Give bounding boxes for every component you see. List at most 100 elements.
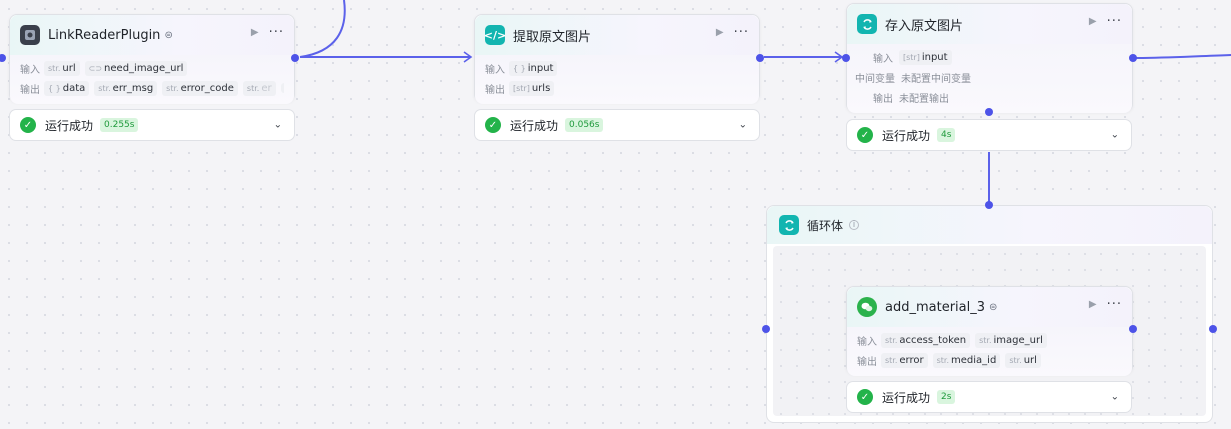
output-value: 未配置输出 xyxy=(899,93,949,105)
node-header: LinkReaderPlugin ⊜ ▶ ··· xyxy=(10,15,294,55)
wechat-icon xyxy=(857,297,877,317)
port-material-out[interactable] xyxy=(1129,325,1137,333)
more-params-tag[interactable]: ··· xyxy=(280,83,284,93)
more-options-icon[interactable]: ··· xyxy=(733,24,749,40)
output-row: 输出 未配置输出 xyxy=(847,87,1122,107)
success-check-icon: ✓ xyxy=(20,117,36,133)
port-loop-top[interactable] xyxy=(985,201,993,209)
param-tag: [str]urls xyxy=(509,80,555,96)
output-label: 输出 xyxy=(20,84,40,96)
output-row: 输出 str.error str.media_id str.url xyxy=(857,350,1122,370)
status-label: 运行成功 xyxy=(45,118,94,133)
node-title: add_material_3 xyxy=(885,299,986,315)
status-label: 运行成功 xyxy=(882,128,931,143)
param-tag: str.err_msg xyxy=(94,80,158,96)
loop-body-header: 循环体 i xyxy=(767,206,1212,244)
node-title: 提取原文图片 xyxy=(513,29,592,45)
param-tag: str.url xyxy=(1005,352,1041,368)
param-tag: str.media_id xyxy=(932,352,1001,368)
success-check-icon: ✓ xyxy=(857,389,873,405)
edge-incoming-top xyxy=(299,0,346,58)
output-row: 输出 [str]urls xyxy=(485,78,749,98)
code-icon: </> xyxy=(484,25,506,45)
run-status-extract[interactable]: ✓ 运行成功 0.056s ⌄ xyxy=(474,109,760,141)
param-tag: { }data xyxy=(44,80,90,96)
duration-badge: 4s xyxy=(937,128,956,142)
output-label: 输出 xyxy=(857,356,877,368)
plugin-icon xyxy=(20,25,40,45)
run-icon[interactable]: ▶ xyxy=(250,27,259,38)
node-add-material[interactable]: add_material_3 ⊜ ▶ ··· 输入 str.access_tok… xyxy=(846,286,1133,376)
node-extract-images[interactable]: </> 提取原文图片 ▶ ··· 输入 { }input 输出 [str]url… xyxy=(474,14,760,104)
plugin-badge-icon: ⊜ xyxy=(164,29,173,41)
node-title: LinkReaderPlugin xyxy=(48,27,161,43)
node-header: </> 提取原文图片 ▶ ··· xyxy=(475,15,759,55)
output-label: 输出 xyxy=(485,84,505,96)
success-check-icon: ✓ xyxy=(857,127,873,143)
success-check-icon: ✓ xyxy=(485,117,501,133)
arrow-extract xyxy=(463,51,473,63)
arrow-store xyxy=(834,51,844,63)
input-row: 输入 str.url ⊂⊃need_image_url xyxy=(20,58,284,78)
chevron-down-icon[interactable]: ⌄ xyxy=(1110,391,1119,403)
edge-store-out xyxy=(1134,54,1231,59)
intermediate-row: 中间变量 未配置中间变量 xyxy=(847,67,1122,87)
duration-badge: 0.255s xyxy=(100,118,139,132)
node-header: 存入原文图片 ▶ ··· xyxy=(847,4,1132,44)
node-link-reader-plugin[interactable]: LinkReaderPlugin ⊜ ▶ ··· 输入 str.url ⊂⊃ne… xyxy=(9,14,295,104)
run-icon[interactable]: ▶ xyxy=(715,27,724,38)
plugin-badge-icon: ⊜ xyxy=(989,301,998,313)
node-params: 输入 [str]input 中间变量 未配置中间变量 输出 未配置输出 xyxy=(847,44,1132,113)
output-label: 输出 xyxy=(873,93,893,105)
status-label: 运行成功 xyxy=(882,390,931,405)
param-tag: [str]input xyxy=(899,49,952,65)
input-label: 输入 xyxy=(20,64,40,76)
loop-icon xyxy=(779,215,799,235)
node-params: 输入 { }input 输出 [str]urls xyxy=(475,55,759,104)
more-options-icon[interactable]: ··· xyxy=(268,24,284,40)
input-label: 输入 xyxy=(485,64,505,76)
param-tag: str.url xyxy=(44,60,80,76)
input-label: 输入 xyxy=(873,53,893,65)
info-icon[interactable]: i xyxy=(849,220,860,230)
chevron-down-icon[interactable]: ⌄ xyxy=(738,119,747,131)
input-row: 输入 str.access_token str.image_url xyxy=(857,330,1122,350)
port-loop-inner-start[interactable] xyxy=(762,325,770,333)
param-tag: { }input xyxy=(509,60,558,76)
output-row: 输出 { }data str.err_msg str.error_code st… xyxy=(20,78,284,98)
status-label: 运行成功 xyxy=(510,118,559,133)
duration-badge: 2s xyxy=(937,390,956,404)
run-status-store[interactable]: ✓ 运行成功 4s ⌄ xyxy=(846,119,1132,151)
param-tag: str.error_code xyxy=(162,80,238,96)
chevron-down-icon[interactable]: ⌄ xyxy=(273,119,282,131)
param-tag: ⊂⊃need_image_url xyxy=(84,60,188,76)
toggle-icon: ⊂⊃ xyxy=(88,63,103,73)
port-extract-out[interactable] xyxy=(756,54,764,62)
more-options-icon[interactable]: ··· xyxy=(1106,296,1122,312)
run-icon[interactable]: ▶ xyxy=(1088,16,1097,27)
duration-badge: 0.056s xyxy=(565,118,604,132)
run-status-link-reader[interactable]: ✓ 运行成功 0.255s ⌄ xyxy=(9,109,295,141)
param-tag: str.image_url xyxy=(975,332,1047,348)
param-tag-faded: str.er xyxy=(242,80,276,96)
more-options-icon[interactable]: ··· xyxy=(1106,13,1122,29)
chevron-down-icon[interactable]: ⌄ xyxy=(1110,129,1119,141)
run-status-add-material[interactable]: ✓ 运行成功 2s ⌄ xyxy=(846,381,1132,413)
input-label: 输入 xyxy=(857,336,877,348)
port-store-out[interactable] xyxy=(1129,54,1137,62)
port-store-in[interactable] xyxy=(842,54,850,62)
param-tag: str.error xyxy=(881,352,928,368)
node-title: 存入原文图片 xyxy=(885,18,964,34)
run-icon[interactable]: ▶ xyxy=(1088,299,1097,310)
port-loop-inner-end[interactable] xyxy=(1209,325,1217,333)
port-link-reader-out[interactable] xyxy=(291,54,299,62)
node-store-images-loop[interactable]: 存入原文图片 ▶ ··· 输入 [str]input 中间变量 未配置中间变量 … xyxy=(846,3,1133,113)
intermediate-value: 未配置中间变量 xyxy=(901,73,971,85)
intermediate-label: 中间变量 xyxy=(855,73,895,85)
port-store-loop-body[interactable] xyxy=(985,108,993,116)
input-row: 输入 [str]input xyxy=(847,47,1122,67)
param-tag: str.access_token xyxy=(881,332,971,348)
loop-icon xyxy=(857,14,877,34)
port-link-reader-in[interactable] xyxy=(0,54,6,62)
node-header: add_material_3 ⊜ ▶ ··· xyxy=(847,287,1132,327)
